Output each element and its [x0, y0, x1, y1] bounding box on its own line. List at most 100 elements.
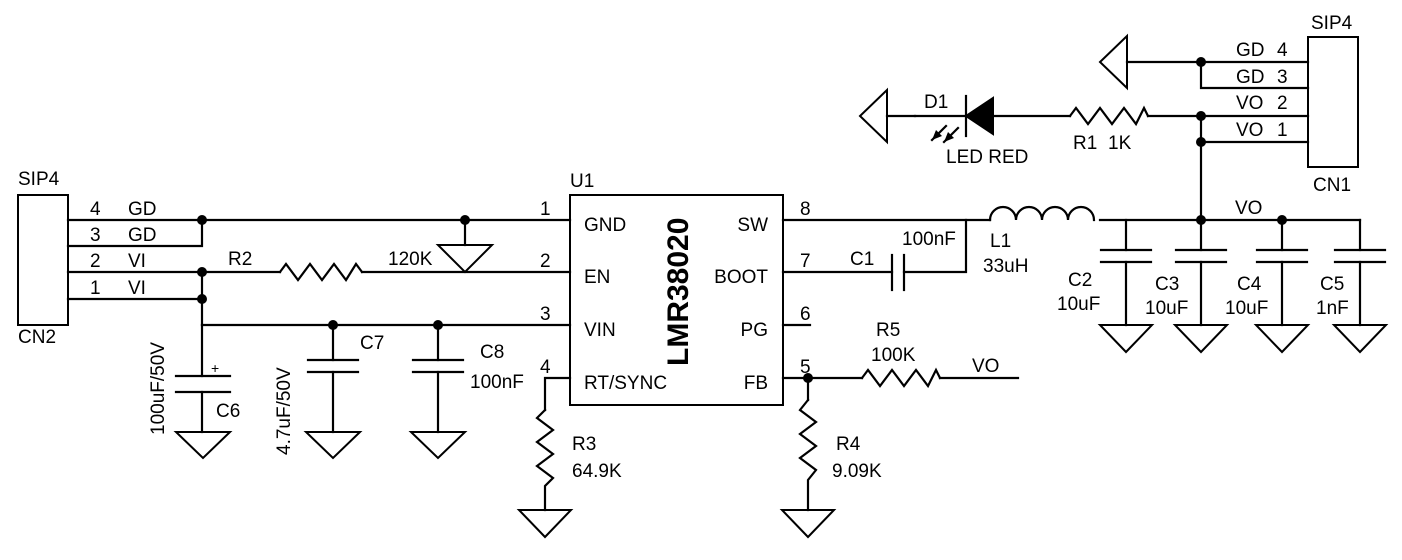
u1-pin3-num: 3 — [540, 304, 551, 325]
cn2-pin4-net: GD — [128, 199, 157, 220]
capacitor-c6: + C6 100uF/50V — [148, 323, 240, 435]
connector-cn1: SIP4 CN1 GD GD VO VO 4 3 2 1 — [1236, 13, 1359, 196]
c7-ref: C7 — [360, 333, 384, 354]
connector-cn2: SIP4 CN2 4 3 2 1 GD GD VI VI — [17, 169, 157, 348]
c2-ref: C2 — [1068, 270, 1092, 291]
c4-ref: C4 — [1237, 274, 1262, 295]
inductor-l1: L1 33uH — [983, 205, 1096, 277]
u1-pin7-num: 7 — [800, 251, 811, 272]
cn1-type: SIP4 — [1311, 13, 1353, 34]
cn1-pin4-net: GD — [1236, 40, 1265, 61]
u1-pin8-name: SW — [737, 215, 768, 236]
cn1-pin1-num: 1 — [1277, 120, 1288, 141]
cn1-pin3-net: GD — [1236, 67, 1265, 88]
cn2-pin4-num: 4 — [90, 199, 101, 220]
c2-value: 10uF — [1057, 294, 1100, 315]
cn2-pin2-net: VI — [128, 251, 146, 272]
cn2-ref: CN2 — [18, 327, 56, 348]
ground-symbol-r4 — [779, 509, 837, 539]
cn2-pin3-num: 3 — [90, 225, 101, 246]
resistor-r4: R4 9.09K — [798, 398, 882, 512]
u1-pin4-name: RT/SYNC — [584, 373, 667, 394]
ground-symbol-c6 — [173, 431, 233, 460]
u1-pin3-name: VIN — [584, 320, 616, 341]
ground-symbol-c5 — [1331, 324, 1389, 354]
wires-cn1 — [991, 60, 1310, 144]
capacitor-c4: C4 10uF — [1225, 248, 1309, 327]
cn1-ref: CN1 — [1313, 175, 1351, 196]
u1-pin2-num: 2 — [540, 251, 551, 272]
led-d1: D1 LED RED — [913, 92, 1028, 168]
capacitor-c3: C3 10uF — [1145, 248, 1228, 327]
c8-value: 100nF — [470, 372, 524, 393]
cn1-pin2-net: VO — [1236, 93, 1263, 114]
u1-pin1-name: GND — [584, 215, 626, 236]
cn1-pin3-num: 3 — [1277, 67, 1288, 88]
c1-value: 100nF — [902, 229, 956, 250]
ground-symbol-c4 — [1253, 324, 1311, 354]
d1-value: LED RED — [946, 147, 1028, 168]
c3-value: 10uF — [1145, 298, 1188, 319]
ground-symbol-c7 — [303, 431, 363, 460]
ground-symbol-gnd-net — [435, 244, 495, 274]
r5-ref: R5 — [876, 320, 900, 341]
cn2-pin2-num: 2 — [90, 251, 101, 272]
r3-value: 64.9K — [572, 461, 622, 482]
ic-u1: U1 LMR38020 GND EN VIN RT/SYNC SW BOOT P… — [540, 171, 811, 406]
resistor-r2: R2 120K — [228, 249, 433, 282]
r4-ref: R4 — [836, 434, 861, 455]
l1-value: 33uH — [983, 256, 1028, 277]
r2-ref: R2 — [228, 249, 252, 270]
c6-value: 100uF/50V — [148, 342, 169, 435]
capacitor-c5: C5 1nF — [1316, 248, 1387, 327]
d1-ref: D1 — [924, 92, 948, 113]
c8-ref: C8 — [480, 342, 504, 363]
capacitor-c8: C8 100nF — [411, 323, 524, 434]
u1-ref: U1 — [570, 171, 594, 192]
ground-symbol-r3 — [516, 509, 574, 539]
cn2-pin3-net: GD — [128, 225, 157, 246]
ground-symbol-c3 — [1172, 324, 1230, 354]
r4-value: 9.09K — [832, 461, 882, 482]
vo-fb-label: VO — [972, 356, 999, 377]
c1-ref: C1 — [850, 249, 874, 270]
cn1-pin2-num: 2 — [1277, 93, 1288, 114]
ground-symbol-c8 — [408, 431, 468, 460]
u1-pin5-num: 5 — [800, 357, 811, 378]
c6-ref: C6 — [216, 401, 240, 422]
wires-rt-sync — [543, 376, 572, 412]
cn2-type: SIP4 — [18, 169, 60, 190]
c7-value: 4.7uF/50V — [274, 367, 295, 455]
vo-bus-label: VO — [1235, 198, 1262, 219]
u1-pin4-num: 4 — [540, 357, 551, 378]
cn1-pin4-num: 4 — [1277, 40, 1288, 61]
resistor-r1: R1 1K — [1068, 105, 1150, 154]
u1-pin1-num: 1 — [540, 199, 551, 220]
cn2-pin1-net: VI — [128, 278, 146, 299]
capacitor-c7: C7 4.7uF/50V — [274, 323, 384, 455]
c6-polarity: + — [211, 360, 219, 376]
u1-pin2-name: EN — [584, 267, 610, 288]
r2-value: 120K — [388, 249, 433, 270]
u1-part: LMR38020 — [662, 218, 695, 366]
r3-ref: R3 — [572, 434, 596, 455]
u1-pin8-num: 8 — [800, 199, 811, 220]
u1-pin5-name: FB — [744, 373, 768, 394]
c5-ref: C5 — [1320, 274, 1344, 295]
cn2-pin1-num: 1 — [90, 278, 101, 299]
ground-symbol-c2 — [1097, 324, 1155, 354]
capacitor-c1: C1 100nF — [850, 229, 956, 292]
resistor-r5: R5 100K — [860, 320, 942, 389]
resistor-r3: R3 64.9K — [535, 408, 622, 512]
wires-input — [66, 218, 572, 327]
u1-pin6-name: PG — [741, 320, 768, 341]
cn1-pin1-net: VO — [1236, 120, 1263, 141]
c4-value: 10uF — [1225, 298, 1268, 319]
u1-pin7-name: BOOT — [714, 267, 768, 288]
ground-symbol-d1 — [858, 87, 917, 145]
c3-ref: C3 — [1155, 274, 1179, 295]
r1-ref: R1 — [1073, 133, 1097, 154]
u1-pin6-num: 6 — [800, 304, 811, 325]
capacitor-c2: C2 10uF — [1057, 248, 1153, 327]
ground-symbol-cn1 — [1098, 33, 1128, 91]
